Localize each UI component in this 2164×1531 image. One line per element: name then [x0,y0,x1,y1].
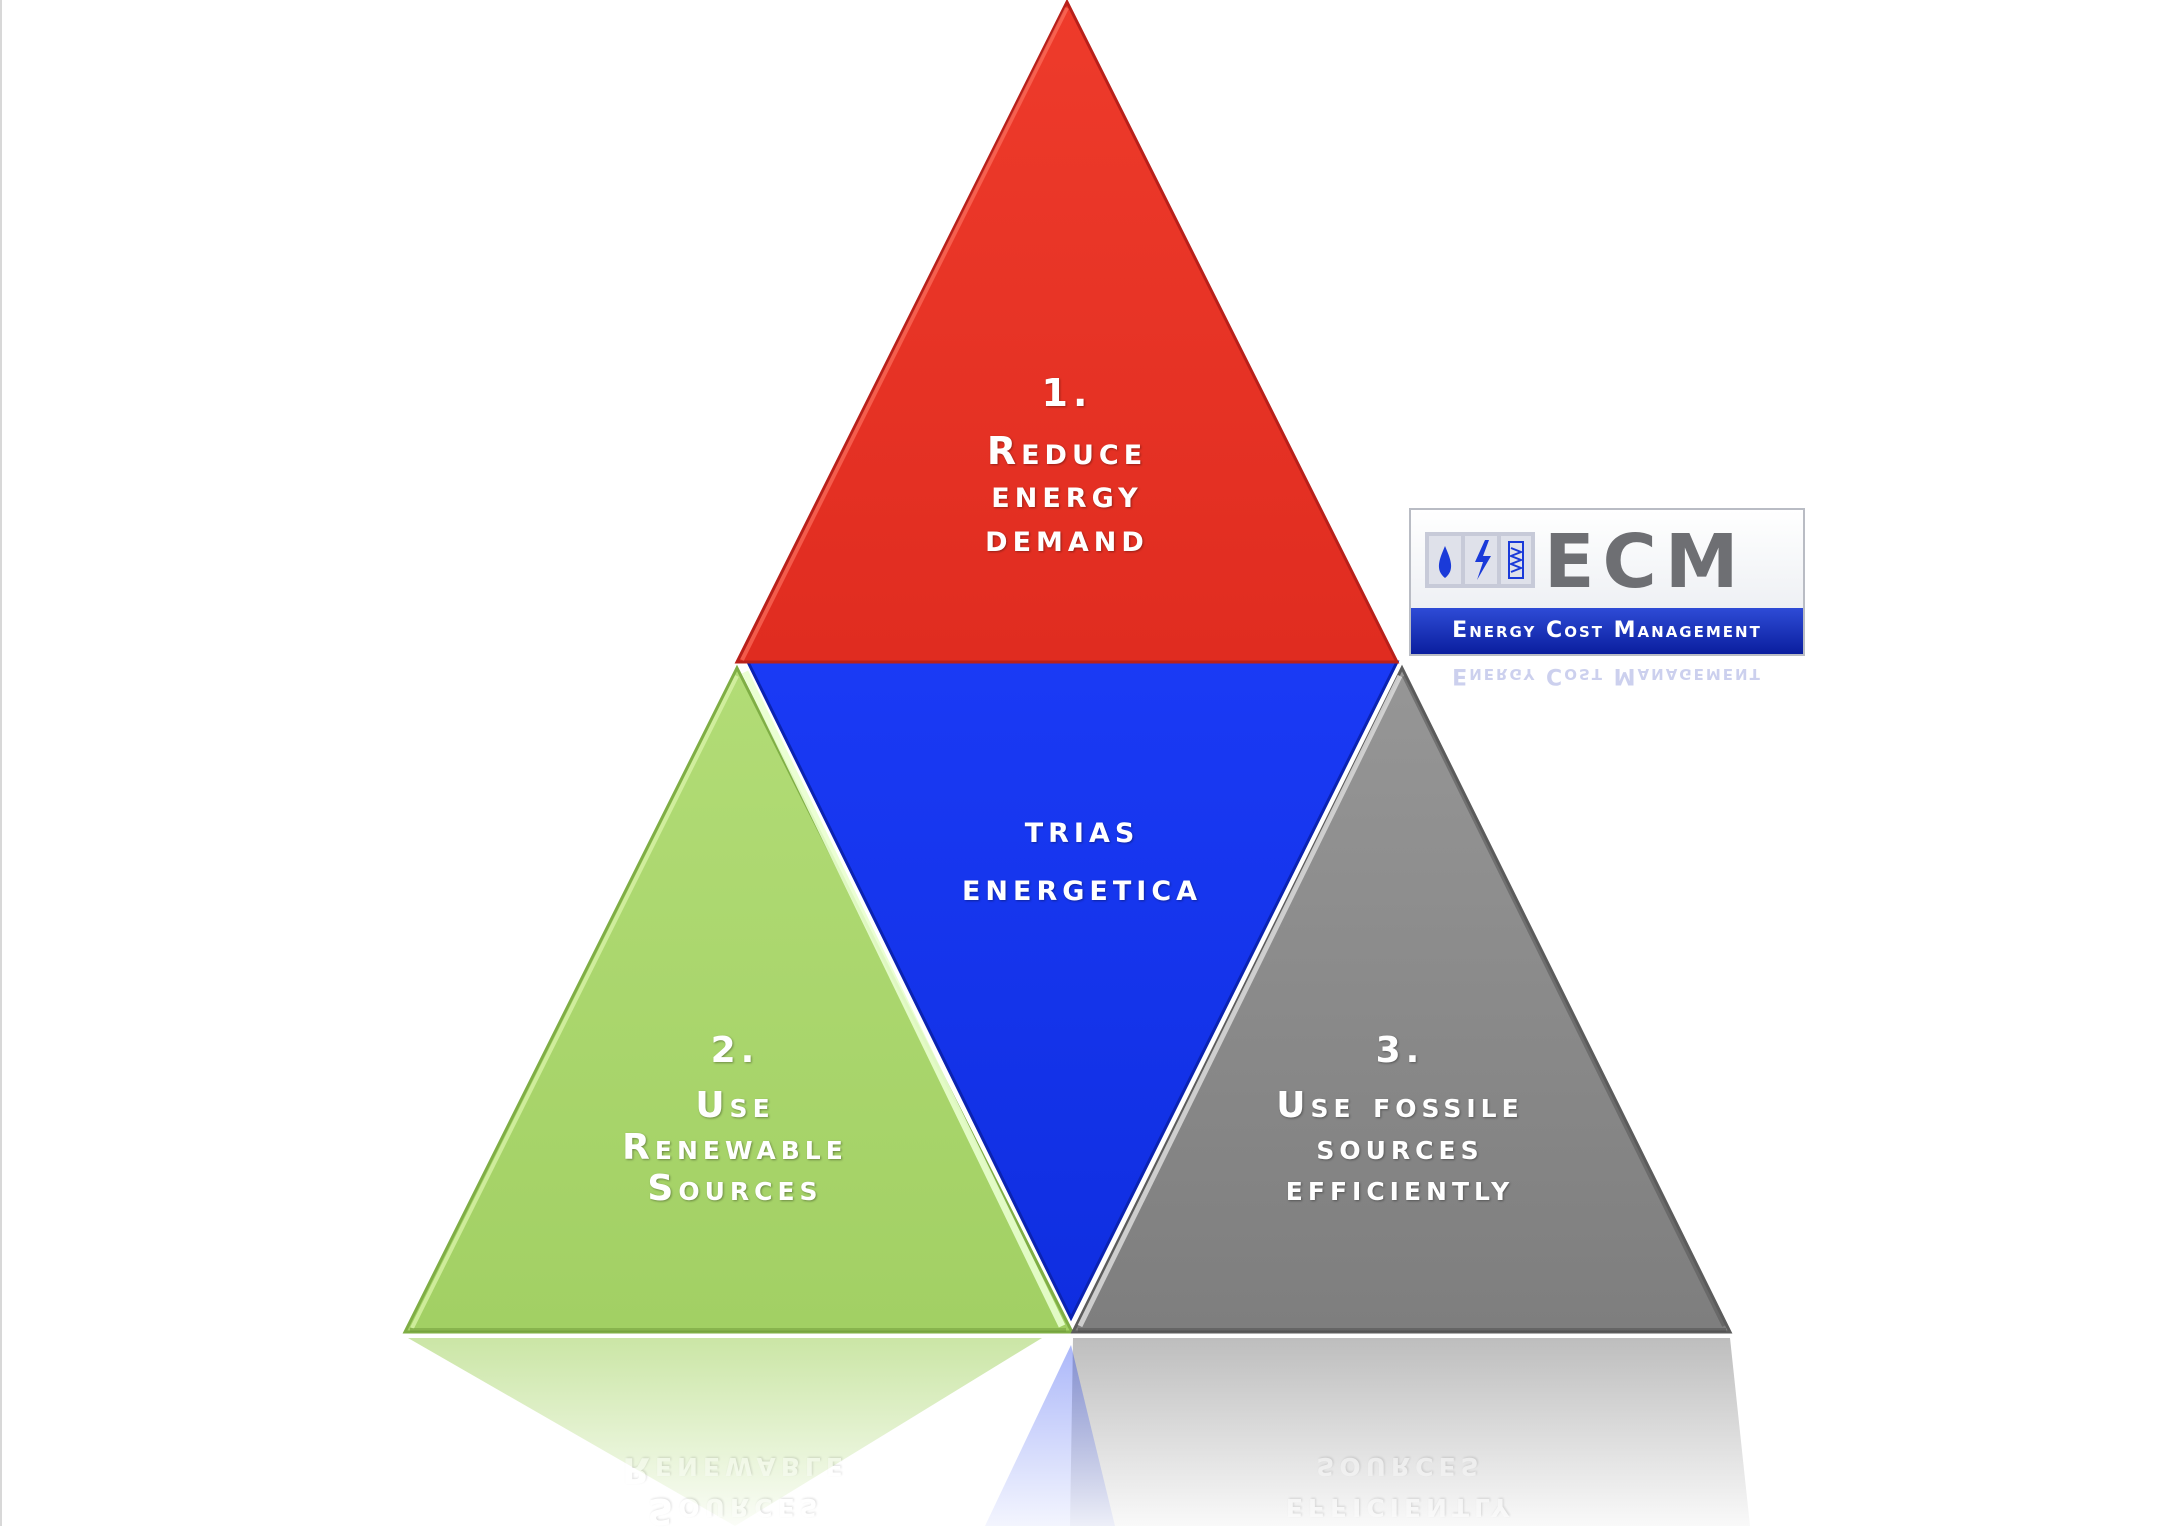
right-line-3: efficiently [1285,1168,1515,1210]
left-reflection-line-3: Sources [647,1489,823,1531]
energy-icon [1425,532,1535,588]
ecm-logo-top: ECM [1411,510,1803,610]
top-line-3: demand [985,516,1149,561]
top-number: 1. [1041,371,1093,415]
top-triangle-label: 1. Reduce energy demand [867,371,1267,561]
right-reflection-line-2: sources [1316,1448,1484,1490]
ecm-logo-reflection: Energy Cost Management [1409,660,1805,700]
ecm-reflection-text: Energy Cost Management [1452,663,1762,688]
right-line-2: sources [1316,1126,1484,1168]
left-line-2: Renewable [622,1126,848,1168]
right-triangle-label: 3. Use fossile sources efficiently [1200,1030,1600,1210]
left-line-3: Sources [647,1168,823,1210]
left-reflection-line-2: Renewable [622,1448,848,1490]
diagram-reflection [408,1338,1750,1526]
top-triangle [734,0,1400,664]
top-line-2: energy [991,472,1143,517]
left-label-reflection: Sources Renewable [535,1448,935,1531]
ecm-logo-subtitle: Energy Cost Management [1411,608,1803,654]
right-reflection-line-3: efficiently [1285,1489,1515,1531]
right-number: 3. [1375,1030,1425,1071]
center-line-2: energetica [961,864,1203,909]
center-triangle-label: trias energetica [882,807,1282,909]
left-triangle-label: 2. Use Renewable Sources [535,1030,935,1210]
ecm-logo: ECM Energy Cost Management [1409,508,1805,656]
left-number: 2. [710,1030,760,1071]
center-line-1: trias [1024,807,1140,851]
top-line-1: Reduce [986,428,1148,473]
right-line-1: Use fossile [1276,1085,1524,1127]
ecm-logo-title: ECM [1544,519,1747,605]
left-line-1: Use [695,1085,775,1127]
right-label-reflection: efficiently sources [1200,1448,1600,1531]
